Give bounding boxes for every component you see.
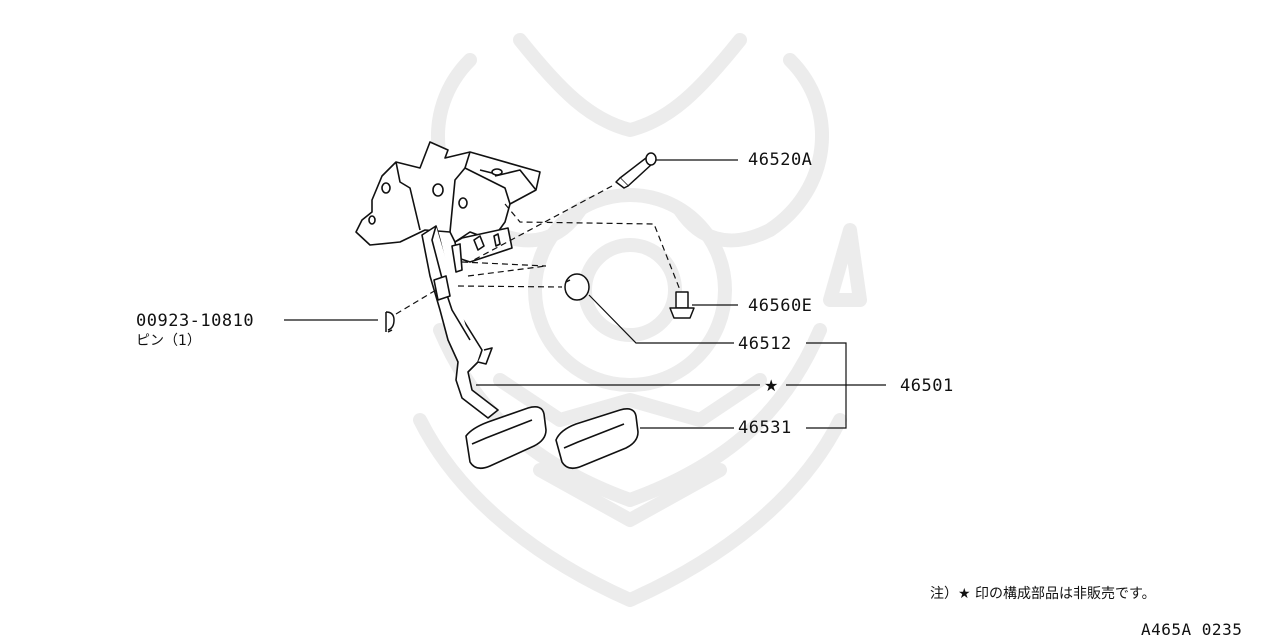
part-number-00923-10810[interactable]: 00923-10810 bbox=[136, 311, 255, 331]
pedal-pad-mounted bbox=[465, 406, 547, 470]
part-number-46512[interactable]: 46512 bbox=[738, 334, 792, 354]
pedal-pad-46531 bbox=[555, 408, 639, 470]
pedal-arm bbox=[421, 225, 499, 419]
pin-00923-10810 bbox=[385, 311, 395, 333]
diagram-code: A465A 0235 bbox=[1141, 620, 1243, 639]
part-number-46531[interactable]: 46531 bbox=[738, 418, 792, 438]
leader-lines bbox=[284, 159, 886, 429]
non-sale-star-marker: ★ bbox=[764, 376, 779, 395]
assembly-dashed-lines bbox=[395, 185, 681, 315]
pin-quantity-label: ピン（1） bbox=[136, 333, 201, 349]
part-number-46520A[interactable]: 46520A bbox=[748, 150, 813, 170]
pedal-bracket bbox=[355, 141, 541, 263]
part-number-46501[interactable]: 46501 bbox=[900, 376, 954, 396]
bolt-46520A bbox=[615, 152, 657, 189]
non-sale-note: 注）★ 印の構成部品は非販売です。 bbox=[930, 586, 1156, 602]
watermark-emblem bbox=[413, 33, 867, 607]
clip-46560E bbox=[669, 291, 695, 319]
stopper-46512 bbox=[564, 273, 590, 301]
part-number-46560E[interactable]: 46560E bbox=[748, 296, 813, 316]
